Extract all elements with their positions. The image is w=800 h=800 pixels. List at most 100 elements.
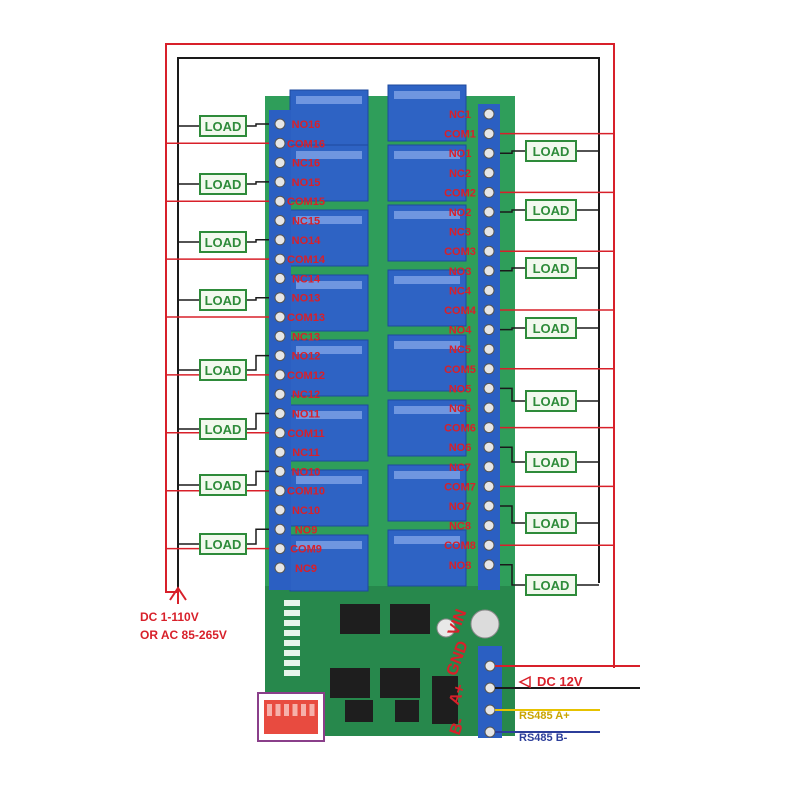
terminal-label-com8: COM8 — [444, 540, 476, 552]
terminal-label-no6: NO6 — [449, 442, 472, 454]
terminal-screw — [274, 176, 286, 188]
terminal-screw — [483, 539, 495, 551]
crystal — [436, 618, 456, 638]
terminal-label-no8: NO8 — [449, 560, 472, 572]
no-wire — [246, 239, 275, 243]
dip-switch — [264, 700, 318, 734]
terminal-label-no14: NO14 — [292, 235, 322, 247]
relay-label-strip — [296, 476, 362, 484]
terminal-label-nc11: NC11 — [292, 447, 320, 459]
terminal-label-com9: COM9 — [290, 544, 322, 556]
terminal-screw — [483, 480, 495, 492]
no-wire — [494, 564, 526, 586]
terminal-screw — [483, 343, 495, 355]
terminal-label-no12: NO12 — [292, 351, 321, 363]
terminal-screw — [274, 137, 286, 149]
load-box — [199, 231, 247, 253]
load-label: LOAD — [533, 261, 570, 276]
terminal-label-nc4: NC4 — [449, 285, 472, 297]
terminal-label-no11: NO11 — [292, 409, 320, 421]
relay-label-strip — [394, 91, 460, 99]
load-boxes: LOAD LOAD LOAD LOAD LOAD LOAD LOAD LOAD LOAD LOAD… — [199, 115, 577, 596]
load-label: LOAD — [205, 537, 242, 552]
dc12v-arrow-icon — [518, 675, 531, 689]
led-indicator — [284, 660, 300, 666]
terminal-label-nc3: NC3 — [449, 227, 471, 239]
load-label: LOAD — [533, 516, 570, 531]
relay-label-strip — [394, 151, 460, 159]
terminal-label-nc12: NC12 — [292, 389, 320, 401]
terminal-screw — [274, 465, 286, 477]
terminal-screw — [274, 330, 286, 342]
ic-chip — [395, 700, 419, 722]
supply-label-line1: DC 1-110V — [140, 610, 199, 624]
load-box — [199, 115, 247, 137]
rs485-b-label: RS485 B- — [519, 732, 568, 744]
terminal-label-com12: COM12 — [287, 370, 325, 382]
led-indicator — [284, 630, 300, 636]
outer-supply-wires — [165, 43, 615, 668]
terminal-label-com5: COM5 — [444, 364, 476, 376]
terminal-screw — [274, 369, 286, 381]
load-box — [525, 390, 577, 412]
terminal-label-nc1: NC1 — [449, 109, 471, 121]
terminal-label-no15: NO15 — [292, 177, 321, 189]
no-wire — [494, 446, 526, 463]
terminal-screw — [483, 147, 495, 159]
terminal-screw — [483, 520, 495, 532]
relay-label-strip — [296, 541, 362, 549]
terminal-label-nc2: NC2 — [449, 168, 471, 180]
terminal-screw — [484, 704, 496, 716]
no-wire — [246, 354, 275, 371]
no-wire — [494, 505, 526, 524]
load-box — [199, 289, 247, 311]
terminal-screw — [483, 128, 495, 140]
terminal-screw — [483, 206, 495, 218]
terminal-label-no13: NO13 — [292, 293, 321, 305]
terminal-screw — [274, 446, 286, 458]
load-label: LOAD — [205, 422, 242, 437]
left-terminal-strip — [269, 110, 291, 590]
led-indicator — [284, 670, 300, 676]
terminal-screw — [483, 245, 495, 257]
led-indicator — [284, 620, 300, 626]
no-wire — [246, 181, 275, 185]
load-label: LOAD — [533, 455, 570, 470]
power-label-bminus: B- — [447, 716, 469, 738]
terminal-label-com11: COM11 — [287, 428, 324, 440]
terminal-label-com3: COM3 — [444, 246, 476, 258]
load-label: LOAD — [533, 321, 570, 336]
load-box — [199, 418, 247, 440]
ic-chip — [345, 700, 373, 722]
terminal-screw — [274, 523, 286, 535]
load-label: LOAD — [533, 203, 570, 218]
load-label: LOAD — [205, 177, 242, 192]
terminal-label-nc15: NC15 — [292, 216, 320, 228]
terminal-label-com4: COM4 — [444, 305, 477, 317]
terminal-screw — [274, 388, 286, 400]
terminal-screw — [274, 234, 286, 246]
terminal-label-no7: NO7 — [449, 501, 472, 513]
terminal-screw — [274, 311, 286, 323]
terminal-label-nc14: NC14 — [292, 273, 321, 285]
terminal-label-com1: COM1 — [444, 129, 476, 141]
terminal-screw — [483, 226, 495, 238]
load-label: LOAD — [533, 578, 570, 593]
relay-label-strip — [296, 151, 362, 159]
load-label: LOAD — [205, 478, 242, 493]
terminal-label-com2: COM2 — [444, 187, 476, 199]
relay-label-strip — [394, 211, 460, 219]
no-wire — [246, 296, 275, 301]
terminal-screw — [483, 304, 495, 316]
supply-voltage-label: DC 1-110V OR AC 85-265V — [140, 608, 227, 644]
terminal-screw — [483, 559, 495, 571]
terminal-screw — [483, 461, 495, 473]
supply-arrow-icon — [169, 586, 187, 604]
relay-board — [257, 84, 515, 742]
relay-label-strip — [296, 346, 362, 354]
terminal-label-nc9: NC9 — [295, 563, 317, 575]
load-box — [525, 512, 577, 534]
terminal-label-nc8: NC8 — [449, 521, 471, 533]
terminal-screw — [274, 195, 286, 207]
